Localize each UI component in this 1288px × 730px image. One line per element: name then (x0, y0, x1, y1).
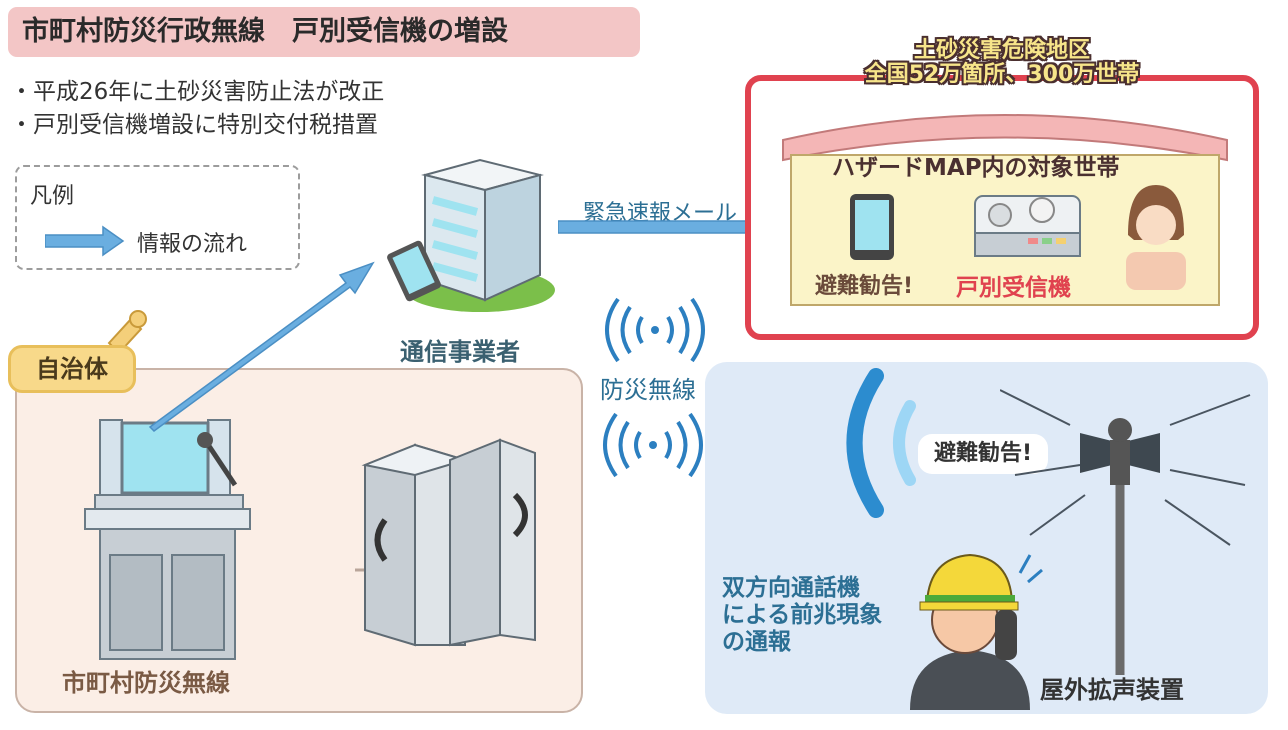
resident-woman-icon (1126, 185, 1186, 290)
risk-area-title: 土砂災害危険地区 (913, 38, 1090, 63)
two-way-phone-line: による前兆現象 (722, 602, 883, 628)
two-way-phone-line: 双方向通話機 (722, 575, 860, 601)
note-law-revision: ・平成26年に土砂災害防止法が改正 (10, 79, 385, 105)
carrier-building-icon (387, 158, 555, 312)
worker-with-phone-icon (910, 553, 1043, 710)
two-way-phone-line: の通報 (722, 629, 791, 655)
outdoor-speaker-label: 屋外拡声装置 (1040, 676, 1184, 704)
risk-area-count: 全国52万箇所、300万世帯 (864, 62, 1140, 87)
note-special-tax: ・戸別受信機増設に特別交付税措置 (10, 112, 378, 138)
legend-item-label: 情報の流れ (137, 232, 248, 257)
home-receiver-label: 戸別受信機 (956, 275, 1071, 301)
outdoor-speaker-icon (1000, 389, 1251, 675)
evacuation-advisory-bubble: 避難勧告! (918, 434, 1048, 474)
municipality-tag: 自治体 (8, 345, 136, 393)
sound-wave-icon (846, 368, 916, 518)
legend-arrow-icon (45, 225, 125, 257)
flow-arrow-console-to-carrier (148, 261, 375, 432)
target-households-label: ハザードMAP内の対象世帯 (832, 155, 1120, 181)
broadcast-console-icon (84, 419, 251, 660)
legend-title: 凡例 (30, 184, 75, 209)
two-way-phone-label: 双方向通話機 による前兆現象 の通報 (722, 575, 882, 656)
legend-box (15, 165, 300, 270)
radio-wave-icon (603, 412, 703, 478)
home-receiver-icon (974, 195, 1081, 257)
radio-wave-icon (605, 297, 705, 363)
smartphone-icon (850, 194, 894, 260)
carrier-label: 通信事業者 (400, 338, 520, 366)
municipal-radio-label: 市町村防災無線 (62, 669, 230, 697)
server-rack-icon (355, 438, 536, 647)
evacuation-advisory-text: 避難勧告! (815, 274, 914, 299)
disaster-radio-label: 防災無線 (600, 376, 696, 404)
page-title: 市町村防災行政無線 戸別受信機の増設 (8, 7, 640, 57)
pin-icon (107, 310, 147, 355)
